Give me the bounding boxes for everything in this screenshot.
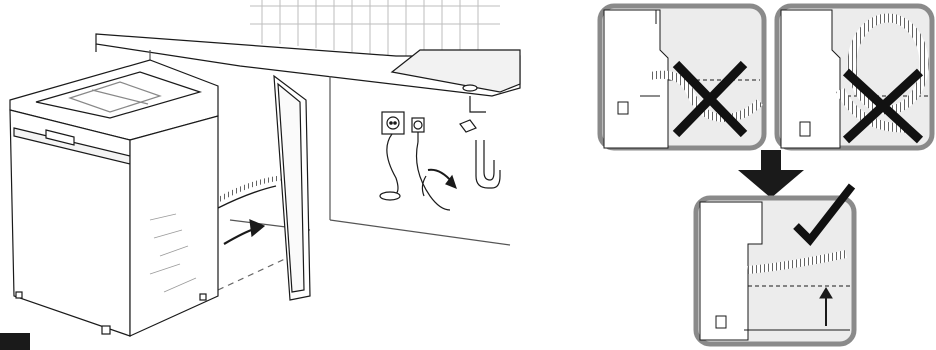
dishwasher <box>10 60 218 336</box>
power-socket-icon <box>382 112 404 134</box>
down-arrow-icon <box>738 150 804 198</box>
inlet-drain-hoses <box>218 178 280 208</box>
cabinet-door <box>274 76 310 300</box>
left-scene <box>0 0 520 350</box>
siphon-icon <box>460 96 500 188</box>
insert-arrow <box>224 220 264 244</box>
right-panels <box>600 6 932 344</box>
panel-incorrect-1 <box>600 6 764 148</box>
water-tap-icon <box>412 118 424 142</box>
panel-incorrect-2 <box>777 6 932 148</box>
panel-correct <box>696 186 854 344</box>
page-corner-tab <box>0 333 30 350</box>
drain-direction-arrow <box>428 170 456 188</box>
